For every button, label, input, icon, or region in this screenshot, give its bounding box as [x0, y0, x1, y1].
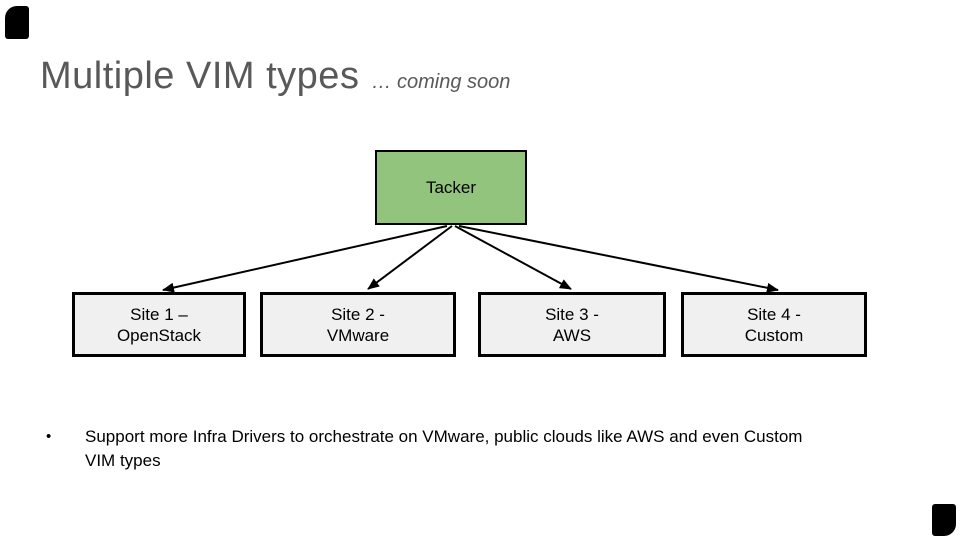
arrow-tacker-to-site4 [458, 225, 779, 293]
diagram-node-site4-custom: Site 4 - Custom [681, 292, 867, 357]
slide-title: Multiple VIM types [40, 55, 360, 97]
corner-accent-top-left [5, 6, 29, 39]
site3-label-line2: AWS [552, 325, 592, 345]
slide-subtitle: … coming soon [371, 71, 511, 93]
bullet-marker: • [46, 428, 52, 445]
diagram-node-site2-vmware: Site 2 - VMware [260, 292, 456, 357]
site3-label-line1: Site 3 - [545, 304, 599, 324]
site4-label-line2: Custom [744, 325, 804, 345]
arrow-tacker-to-site1 [162, 225, 448, 293]
site2-label-line1: Site 2 - [331, 304, 385, 324]
diagram-node-site3-aws: Site 3 - AWS [478, 292, 666, 357]
diagram-node-site1-openstack: Site 1 – OpenStack [72, 292, 246, 357]
arrow-tacker-to-site3 [454, 225, 572, 290]
site1-label-line1: Site 1 – [130, 304, 188, 324]
site1-label-line2: OpenStack [116, 325, 202, 345]
slide-header: Multiple VIM types … coming soon [40, 55, 510, 98]
diagram-node-tacker: Tacker [375, 150, 527, 225]
bullet-text: Support more Infra Drivers to orchestrat… [85, 427, 803, 470]
site4-label-line1: Site 4 - [747, 304, 801, 324]
site2-label-line2: VMware [326, 325, 390, 345]
arrow-tacker-to-site2 [367, 225, 453, 290]
diagram-node-tacker-label: Tacker [425, 177, 477, 197]
bullet-item: • Support more Infra Drivers to orchestr… [46, 425, 836, 473]
corner-accent-bottom-right [932, 504, 956, 536]
